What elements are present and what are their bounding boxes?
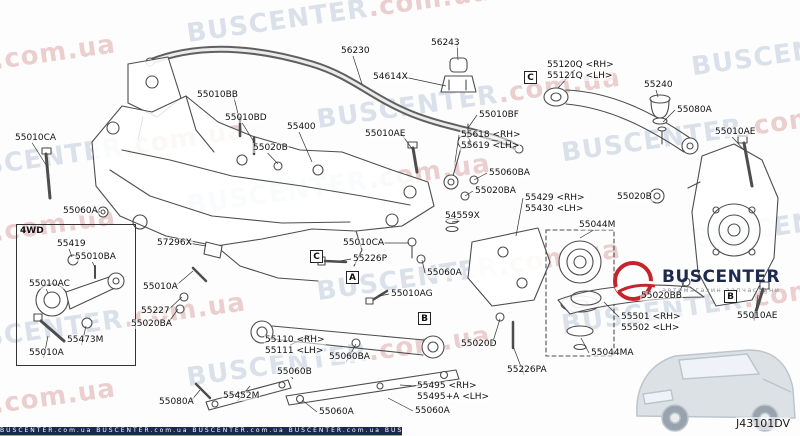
buscenter-logo: BUSCENTER автомагазин запчастини — [610, 258, 780, 304]
stabilizer-bushing — [449, 57, 468, 73]
part-label: 55010BB — [196, 90, 239, 100]
part-label: 55419 — [56, 239, 87, 249]
diagram-id: J43101DV — [735, 417, 790, 430]
part-label: 55044MA — [590, 348, 635, 358]
part-label: 55010AE — [714, 127, 757, 137]
bottom-bar-text: BUSCENTER.com.ua BUSCENTER.com.ua BUSCEN… — [0, 427, 402, 434]
logo-tagline: автомагазин запчастини — [662, 286, 781, 294]
part-label: 55020BB — [640, 291, 683, 301]
part-label: 55121Q <LH> — [546, 71, 614, 81]
part-label: 55502 <LH> — [620, 323, 681, 333]
knuckle — [691, 143, 779, 307]
part-label: 55227 — [140, 306, 171, 316]
mount-bracket — [467, 227, 551, 307]
part-label: 56230 — [340, 46, 371, 56]
part-label: 55120Q <RH> — [546, 60, 615, 70]
bump-stop — [649, 94, 671, 104]
part-label: 55110 <RH> — [264, 335, 326, 345]
4wd-inset-box: 4WD — [16, 224, 136, 366]
view-marker-c: C — [310, 250, 323, 263]
part-label: 55060A — [62, 206, 99, 216]
part-label: 55010CA — [342, 238, 386, 248]
part-label: 55501 <RH> — [620, 312, 682, 322]
lower-control-arm — [271, 325, 425, 341]
van-watermark-image — [636, 349, 796, 432]
part-label: 55020BA — [474, 186, 517, 196]
part-label: 55060BA — [488, 168, 531, 178]
part-label: 55080A — [676, 105, 713, 115]
part-label: 55060B — [276, 367, 313, 377]
part-label: 55020BA — [130, 319, 173, 329]
part-label: 55473M — [66, 335, 105, 345]
part-label: 54614X — [372, 72, 409, 82]
buscenter-logo-icon — [613, 261, 656, 301]
part-label: 55010AE — [364, 129, 407, 139]
part-label: 54559X — [444, 211, 481, 221]
part-label: 55495 <RH> — [416, 381, 478, 391]
part-label: 55010CA — [14, 133, 58, 143]
subframe — [91, 95, 435, 247]
part-label: 55020B — [252, 143, 289, 153]
view-marker-b: B — [724, 290, 737, 303]
4wd-inset-label: 4WD — [20, 226, 44, 236]
part-label: 55010AE — [736, 311, 779, 321]
part-label: 55060A — [318, 407, 355, 417]
part-label: 55619 <LH> — [460, 141, 521, 151]
part-label: 55010A — [142, 282, 179, 292]
part-label: 55226PA — [506, 365, 548, 375]
stay-bar — [285, 369, 460, 406]
part-label: 55226P — [352, 254, 389, 264]
part-label: 55010BA — [74, 252, 117, 262]
part-label: 55020D — [460, 339, 498, 349]
part-label: 55240 — [643, 80, 674, 90]
upper-arm-bushing — [543, 87, 569, 107]
part-label: 55495+A <LH> — [416, 392, 491, 402]
part-label: 55020B — [616, 192, 653, 202]
part-label: 56243 — [430, 38, 461, 48]
part-label: 55618 <RH> — [460, 130, 522, 140]
part-label: 55111 <LH> — [264, 346, 325, 356]
part-label: 55010BF — [478, 110, 520, 120]
bottom-bar: BUSCENTER.com.ua BUSCENTER.com.ua BUSCEN… — [0, 427, 402, 436]
view-marker-a: A — [346, 271, 359, 284]
spring-seat-kit-box — [545, 229, 615, 357]
logo-text: BUSCENTER автомагазин запчастини — [662, 268, 780, 294]
part-label: 55429 <RH> — [524, 193, 586, 203]
part-label: 55060BA — [328, 352, 371, 362]
logo-brand: BUSCENTER — [662, 267, 781, 287]
view-marker-b: B — [418, 312, 431, 325]
stabilizer-bracket — [440, 75, 477, 93]
part-label: 55010AG — [390, 289, 434, 299]
part-label: 55010A — [28, 348, 65, 358]
view-marker-c: C — [524, 71, 537, 84]
upper-arm — [565, 89, 691, 139]
part-label: 55452M — [222, 391, 261, 401]
part-label: 57296X — [156, 238, 193, 248]
part-label: 55060A — [414, 406, 451, 416]
part-label: 55400 — [286, 122, 317, 132]
part-label: 55430 <LH> — [524, 204, 585, 214]
stabilizer-link — [443, 174, 459, 190]
part-label: 55010AC — [28, 279, 71, 289]
part-label: 55010BD — [224, 113, 268, 123]
part-label: 55080A — [158, 397, 195, 407]
part-label: 55044M — [578, 220, 617, 230]
part-label: 55060A — [426, 268, 463, 278]
